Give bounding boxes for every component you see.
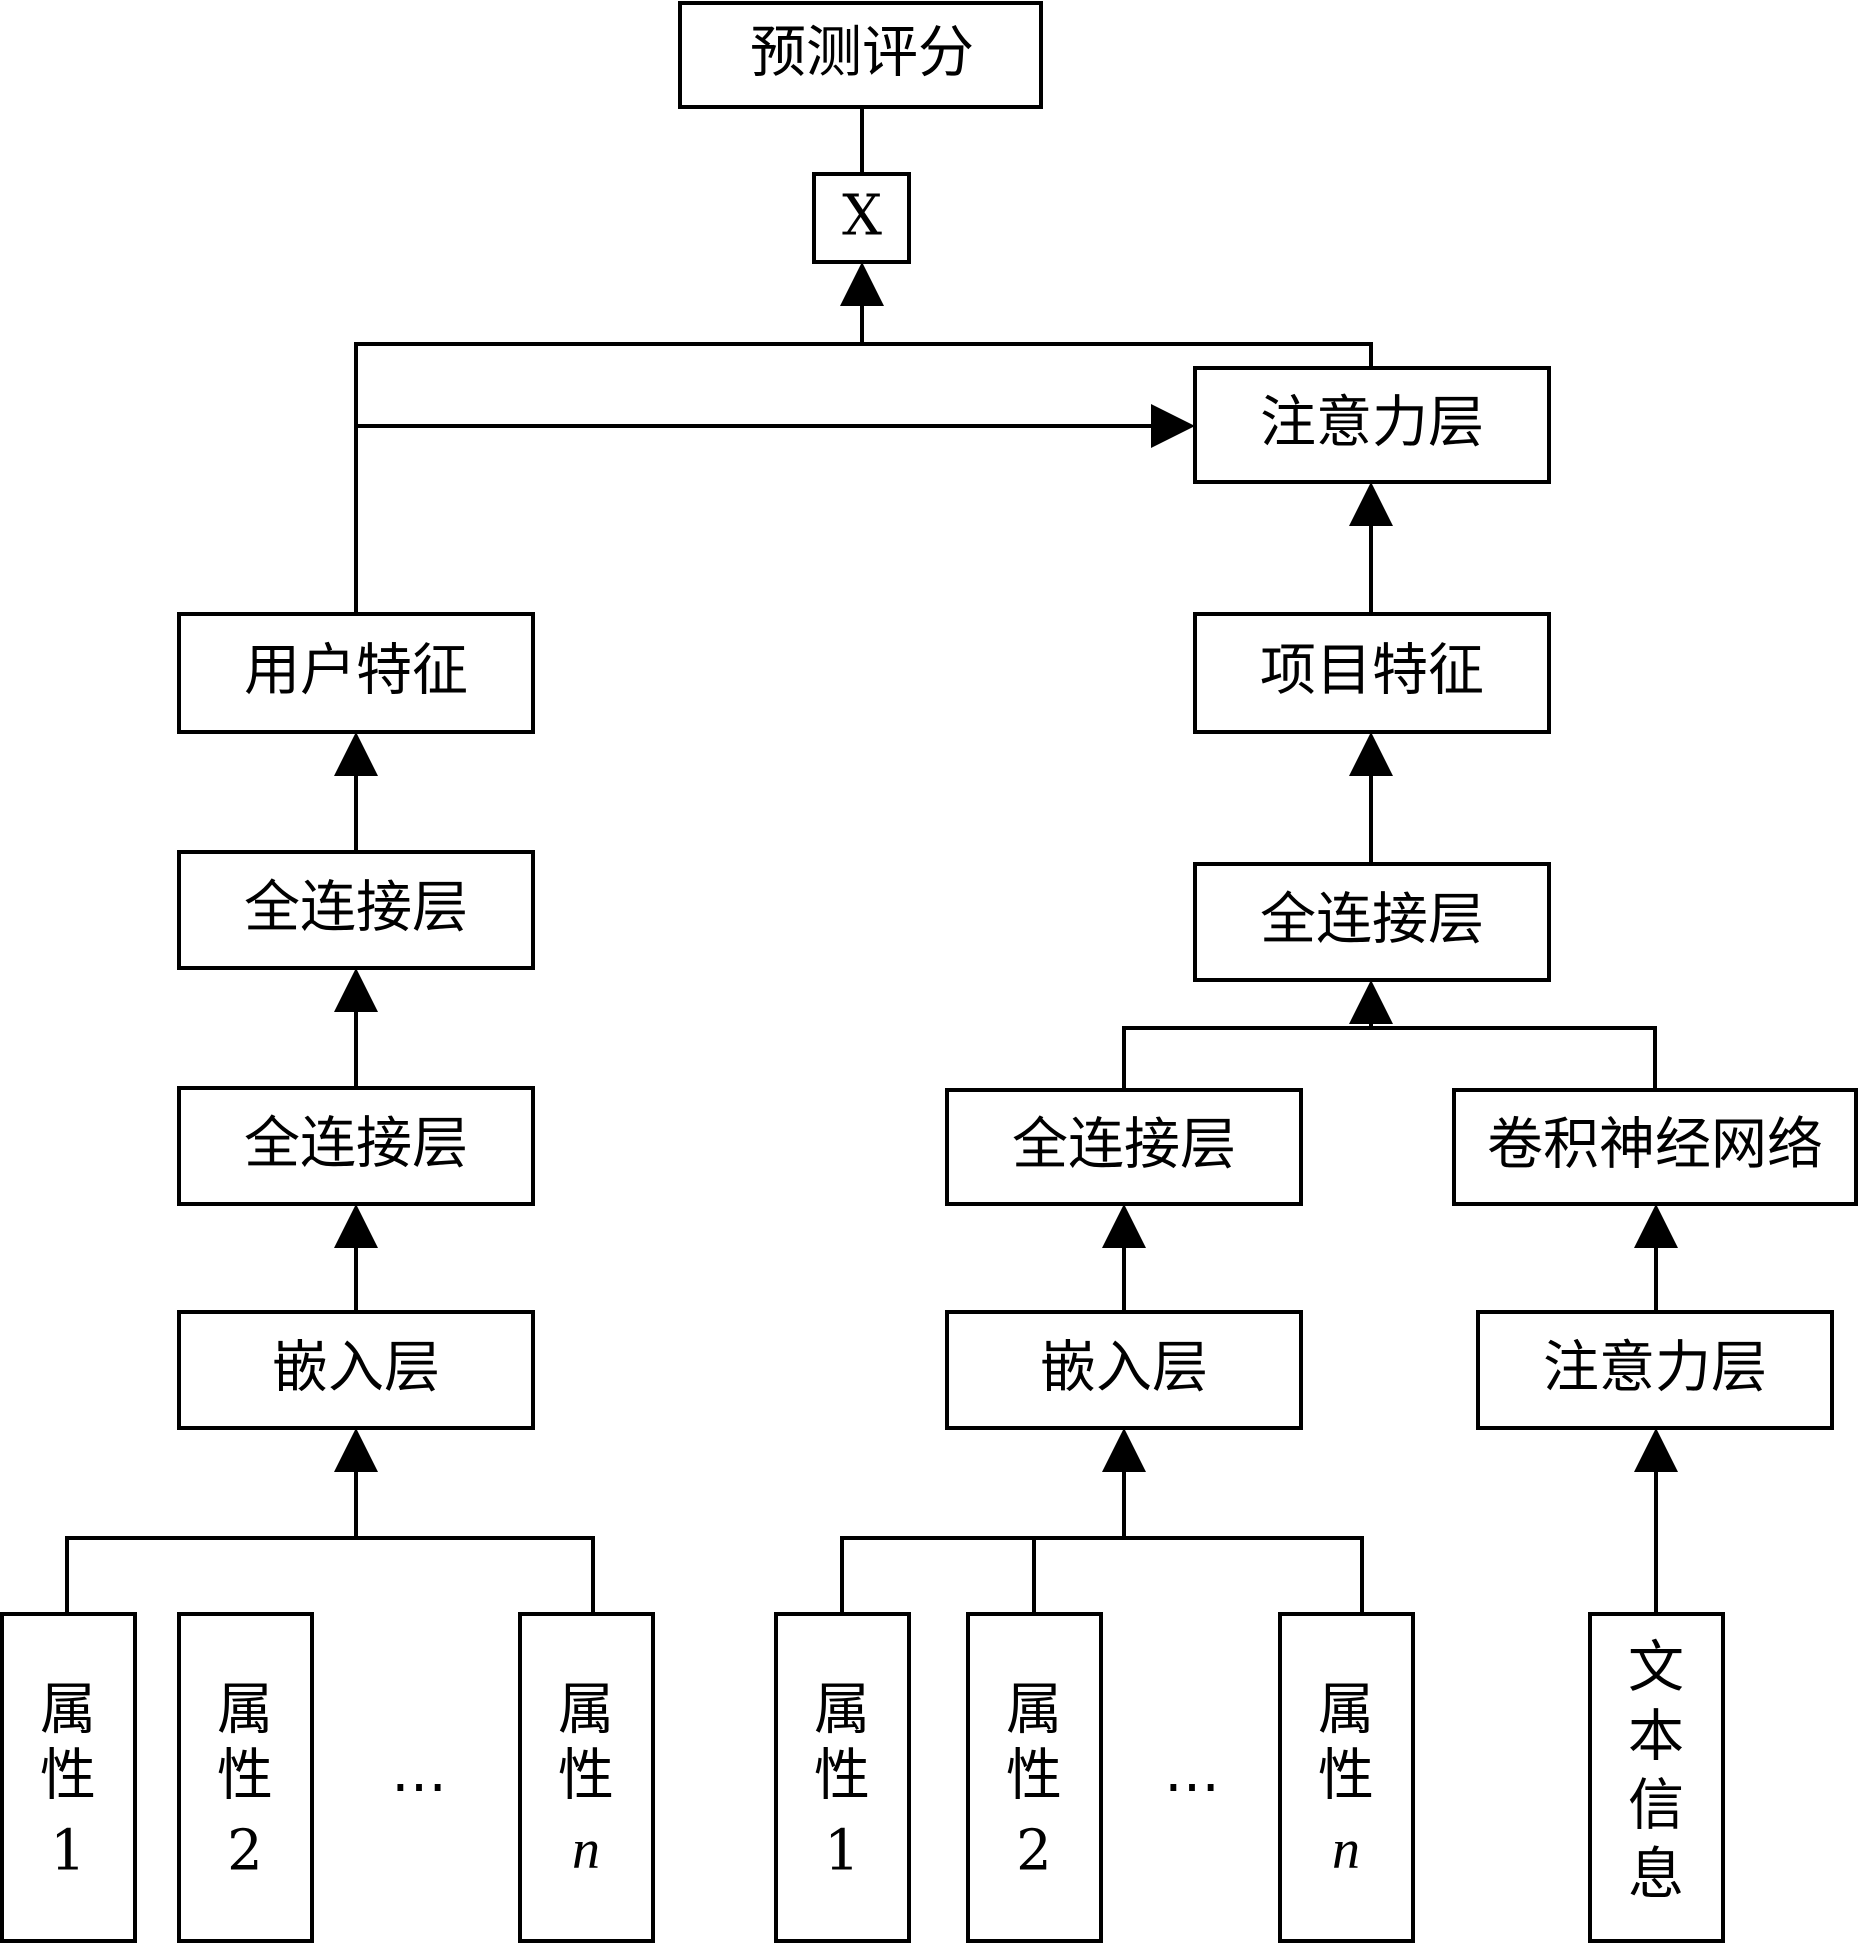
node-item-embed: 嵌入层 (945, 1310, 1303, 1430)
user-attr-ellipsis: … (391, 1740, 447, 1805)
user-embed-label: 嵌入层 (272, 1336, 440, 1401)
attr-char: 属 (217, 1678, 273, 1743)
text-info-char: 文 (1628, 1636, 1684, 1701)
text-info: 文 本 信 息 (1588, 1612, 1725, 1943)
user-attribute-n: 属 性 n (518, 1612, 655, 1943)
attr-index: 2 (227, 1819, 263, 1884)
attr-char: 性 (558, 1744, 614, 1809)
text-info-char: 息 (1628, 1843, 1684, 1908)
node-item-feature: 项目特征 (1193, 612, 1551, 734)
attr-index: n (572, 1819, 600, 1881)
attention-text-label: 注意力层 (1543, 1336, 1767, 1401)
cnn-label: 卷积神经网络 (1487, 1113, 1823, 1178)
text-info-char: 信 (1628, 1774, 1684, 1839)
node-attention-top: 注意力层 (1193, 366, 1551, 484)
attr-char: 性 (40, 1744, 96, 1809)
attr-char: 性 (1006, 1744, 1062, 1809)
text-info-char: 本 (1628, 1705, 1684, 1770)
attr-char: 性 (814, 1744, 870, 1809)
attr-char: 属 (1006, 1678, 1062, 1743)
item-fc-label: 全连接层 (1260, 888, 1484, 953)
attr-char: 属 (558, 1678, 614, 1743)
node-user-feature: 用户特征 (177, 612, 535, 734)
prediction-label: 预测评分 (750, 21, 974, 86)
node-item-fc: 全连接层 (1193, 862, 1551, 982)
attr-char: 性 (1318, 1744, 1374, 1809)
multiply-label: X (842, 184, 882, 249)
user-feature-label: 用户特征 (244, 639, 468, 704)
node-multiply: X (812, 172, 911, 264)
node-cnn: 卷积神经网络 (1452, 1088, 1858, 1206)
node-user-embed: 嵌入层 (177, 1310, 535, 1430)
node-user-fc2: 全连接层 (177, 850, 535, 970)
item-embed-label: 嵌入层 (1040, 1336, 1208, 1401)
node-prediction: 预测评分 (678, 1, 1043, 109)
attr-index: 1 (824, 1819, 860, 1884)
user-attribute-2: 属 性 2 (177, 1612, 314, 1943)
attr-char: 属 (40, 1678, 96, 1743)
attr-index: 2 (1016, 1819, 1052, 1884)
user-attribute-1: 属 性 1 (0, 1612, 137, 1943)
item-feature-label: 项目特征 (1260, 639, 1484, 704)
node-user-fc1: 全连接层 (177, 1086, 535, 1206)
node-attention-text: 注意力层 (1476, 1310, 1834, 1430)
user-fc2-label: 全连接层 (244, 876, 468, 941)
attr-char: 属 (1318, 1678, 1374, 1743)
attr-char: 属 (814, 1678, 870, 1743)
item-attribute-1: 属 性 1 (774, 1612, 911, 1943)
item-attribute-n: 属 性 n (1278, 1612, 1415, 1943)
attr-char: 性 (217, 1744, 273, 1809)
attr-index: n (1332, 1819, 1360, 1881)
item-attribute-2: 属 性 2 (966, 1612, 1103, 1943)
node-item-attr-fc: 全连接层 (945, 1088, 1303, 1206)
attr-index: 1 (50, 1819, 86, 1884)
user-fc1-label: 全连接层 (244, 1112, 468, 1177)
connectors (65, 107, 1678, 1614)
item-attr-fc-label: 全连接层 (1012, 1113, 1236, 1178)
item-attr-ellipsis: … (1164, 1740, 1220, 1805)
attention-top-label: 注意力层 (1260, 391, 1484, 456)
